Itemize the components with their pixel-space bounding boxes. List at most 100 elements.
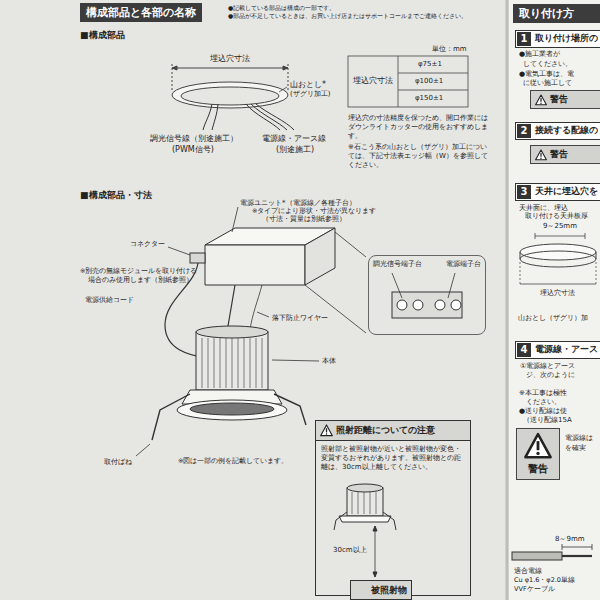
section-header: 取り付け方 xyxy=(513,4,600,23)
wire-strip-figure xyxy=(512,544,592,560)
terminal-block xyxy=(392,292,462,318)
terminal-block xyxy=(413,300,423,310)
wire-leads xyxy=(256,104,294,130)
box-text: 構成部品と各部の名称 xyxy=(86,6,196,19)
ceiling-hole-figure xyxy=(520,284,596,285)
lamp-distance-figure xyxy=(373,526,377,577)
power-unit xyxy=(168,207,366,333)
lamp-distance-figure xyxy=(352,492,376,514)
instruction-text: ●施工業者が xyxy=(519,50,560,58)
step-number: 4 xyxy=(517,343,531,357)
dimension-table xyxy=(398,73,468,74)
safety-wire xyxy=(250,285,262,330)
note-text: 場合のみ使用します（別紙参照） xyxy=(88,277,193,285)
power-unit xyxy=(190,253,205,263)
note-text: （寸法・質量は別紙参照） xyxy=(262,216,346,224)
downlight-body xyxy=(136,444,150,456)
step-number: 3 xyxy=(517,185,531,199)
step-number: 2 xyxy=(517,124,531,138)
wire-strip-figure xyxy=(562,547,592,548)
instruction-text: に従い施工して xyxy=(523,79,572,87)
table-cell: φ75±1 xyxy=(418,60,442,68)
table-cell: φ100±1 xyxy=(415,77,443,85)
terminal-block xyxy=(392,273,462,318)
warning-text: を確実 xyxy=(565,444,586,452)
box-text: 警告 xyxy=(550,93,568,106)
dimension-label: 8～9mm xyxy=(555,535,585,543)
warning-icon xyxy=(537,441,540,450)
warning-icon xyxy=(536,149,547,159)
dimension-table xyxy=(348,56,468,107)
ceiling-hole-figure xyxy=(520,233,596,286)
warning-text: 電源線は xyxy=(565,434,593,442)
section-heading: ■構成部品 xyxy=(80,30,125,41)
part-label: コネクター xyxy=(130,240,165,248)
instruction-text: ※本工事は極性 xyxy=(519,389,567,397)
section-heading: ■構成部品・寸法 xyxy=(80,190,152,201)
paper xyxy=(506,0,509,600)
downlight-body xyxy=(196,326,268,338)
part-label: (ザグリ加工) xyxy=(290,90,330,98)
ceiling-hole-figure xyxy=(520,244,596,260)
step-title: 取り付け場所の xyxy=(535,33,598,45)
warning-icon xyxy=(524,432,552,460)
instruction-text: ●送り配線は使 xyxy=(519,407,567,415)
recess-ring xyxy=(172,82,288,108)
power-unit xyxy=(232,207,238,232)
downlight-body xyxy=(274,394,306,425)
wire-strip-figure xyxy=(562,555,592,557)
power-unit xyxy=(305,285,366,333)
warning-icon xyxy=(321,425,333,436)
lamp-distance-figure xyxy=(347,484,383,492)
instruction-text: ください。 xyxy=(526,398,561,406)
step-title: 電源線・アース xyxy=(535,344,598,356)
warning-icon xyxy=(535,94,547,106)
box-text: 取り付け方 xyxy=(519,7,574,20)
part-label: 電源供給コード xyxy=(85,296,134,304)
step-heading: 3天井に埋込穴を xyxy=(515,183,600,201)
downlight-body xyxy=(272,360,319,361)
terminal-block xyxy=(397,300,407,310)
box-text: 警告 xyxy=(528,462,548,476)
safety-wire xyxy=(250,285,269,330)
safety-wire xyxy=(257,312,269,317)
instruction-text: ●電気工事は、電 xyxy=(519,70,574,78)
recess-ring xyxy=(181,87,279,105)
ceiling-hole-figure xyxy=(596,262,597,286)
note-text: ※別売の無線モジュールを取り付ける xyxy=(80,268,197,276)
ceiling-hole-figure xyxy=(596,252,597,259)
ceiling-hole-figure xyxy=(535,233,585,239)
note-text: ●部品が不足しているときは、お買い上げ店またはサポートコールまでご連絡ください。 xyxy=(228,12,467,19)
dimension-table xyxy=(398,56,399,107)
downlight-body xyxy=(196,332,268,390)
part-label: (PWM信号) xyxy=(172,145,214,155)
step-heading: 4 電源線・アース xyxy=(515,341,600,359)
power-unit xyxy=(335,232,366,257)
dimension-label: 埋込穴寸法 xyxy=(540,290,575,298)
wire-strip-figure xyxy=(562,544,592,550)
downlight-body xyxy=(190,403,274,415)
spec-text: Cu φ1.6・φ2.0単線 xyxy=(514,577,575,585)
recess-ring xyxy=(172,64,288,108)
warning-icon xyxy=(326,433,328,435)
recess-ring xyxy=(172,68,288,69)
warning-box: 警告 xyxy=(516,428,560,480)
lamp-distance-figure xyxy=(334,512,396,530)
wire-leads xyxy=(251,104,287,130)
warning-icon xyxy=(536,452,539,455)
lamp-distance-figure xyxy=(339,516,391,522)
note-text: ※図は一部の例を記載しています。 xyxy=(178,458,288,466)
power-unit xyxy=(168,247,190,255)
recess-ring xyxy=(172,66,288,70)
terminal-block xyxy=(448,273,455,298)
warning-icon xyxy=(536,94,547,104)
table-cell: 埋込穴寸法 xyxy=(353,76,393,86)
ceiling-hole-figure xyxy=(520,251,596,267)
part-label: 電源線・アース線 xyxy=(262,134,326,144)
wire-leads xyxy=(212,104,218,130)
warning-icon xyxy=(540,97,541,101)
ceiling-hole-figure xyxy=(520,252,521,259)
lamp-distance-figure xyxy=(375,526,376,577)
target-object-box: 被照射物 xyxy=(350,580,412,600)
